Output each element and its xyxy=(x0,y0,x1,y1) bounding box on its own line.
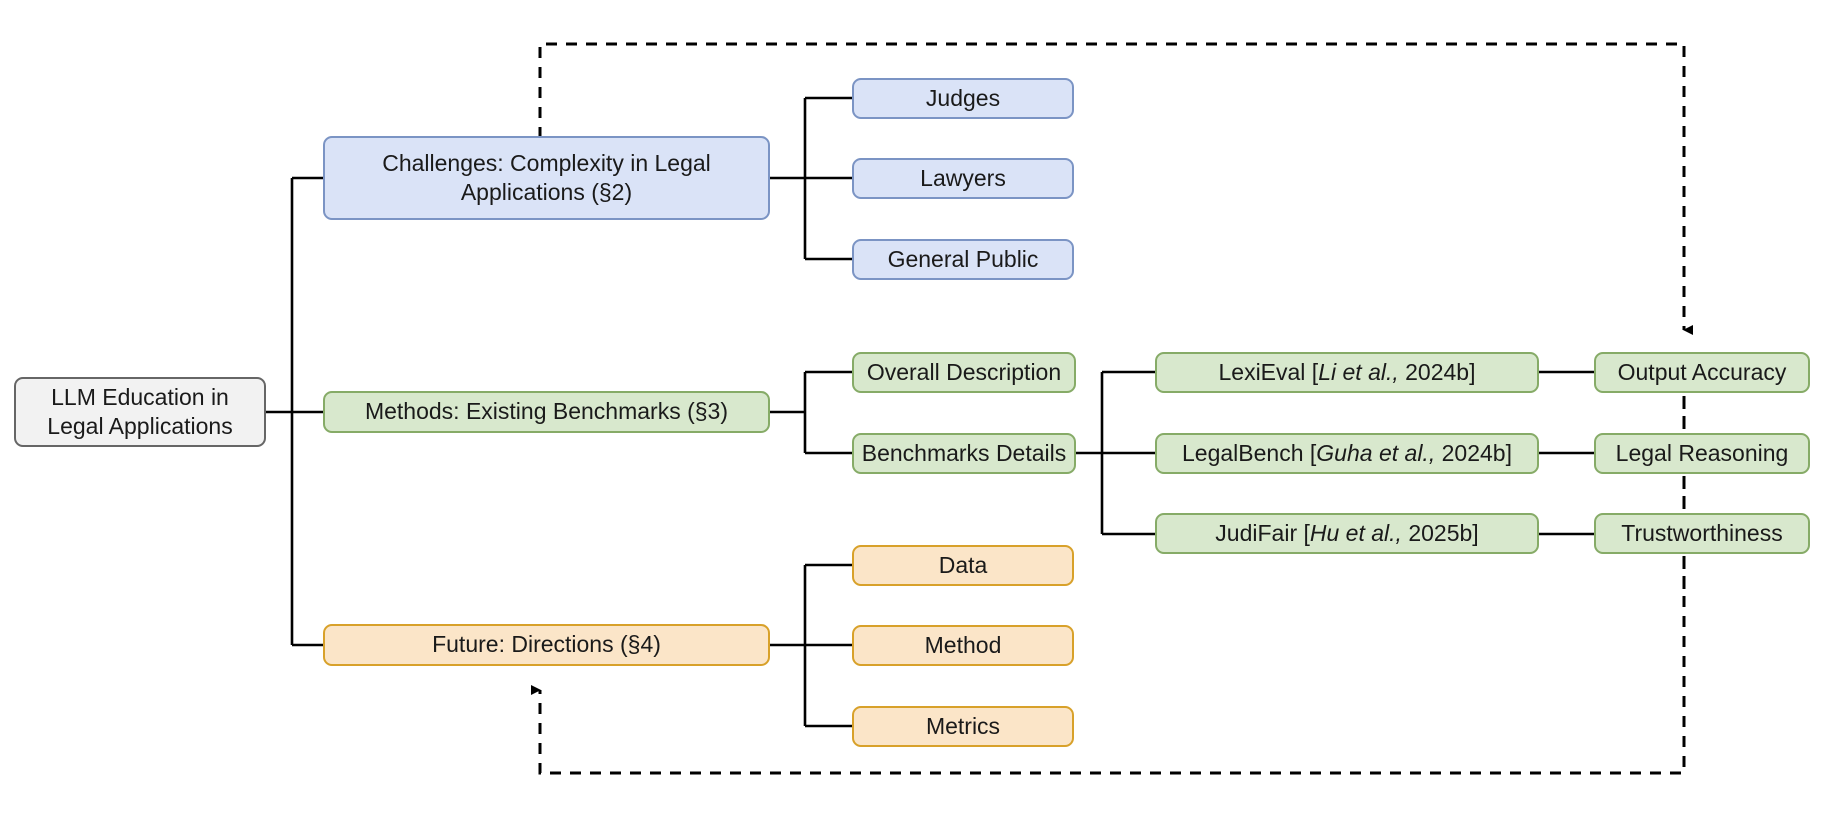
node-benchmarks-details[interactable]: Benchmarks Details xyxy=(852,433,1076,474)
node-overall-description[interactable]: Overall Description xyxy=(852,352,1076,393)
node-aspect-legal-reasoning[interactable]: Legal Reasoning xyxy=(1594,433,1810,474)
branch-challenges[interactable]: Challenges: Complexity in Legal Applicat… xyxy=(323,136,770,220)
node-benchmark-legalbench[interactable]: LegalBench [Guha et al., 2024b] xyxy=(1155,433,1539,474)
node-method[interactable]: Method xyxy=(852,625,1074,666)
branch-challenges-label: Challenges: Complexity in Legal Applicat… xyxy=(382,149,711,205)
node-aspect-output-accuracy[interactable]: Output Accuracy xyxy=(1594,352,1810,393)
node-aspect-trustworthiness[interactable]: Trustworthiness xyxy=(1594,513,1810,554)
node-lawyers[interactable]: Lawyers xyxy=(852,158,1074,199)
root-node-label: LLM Education in Legal Applications xyxy=(47,383,233,439)
node-data[interactable]: Data xyxy=(852,545,1074,586)
node-metrics[interactable]: Metrics xyxy=(852,706,1074,747)
node-judges[interactable]: Judges xyxy=(852,78,1074,119)
node-benchmark-judifair[interactable]: JudiFair [Hu et al., 2025b] xyxy=(1155,513,1539,554)
root-node[interactable]: LLM Education in Legal Applications xyxy=(14,377,266,447)
node-benchmark-lexieval[interactable]: LexiEval [Li et al., 2024b] xyxy=(1155,352,1539,393)
benchmark-label: LegalBench [Guha et al., 2024b] xyxy=(1182,439,1512,466)
branch-methods[interactable]: Methods: Existing Benchmarks (§3) xyxy=(323,391,770,433)
benchmark-label: JudiFair [Hu et al., 2025b] xyxy=(1215,519,1479,546)
branch-future[interactable]: Future: Directions (§4) xyxy=(323,624,770,666)
node-general-public[interactable]: General Public xyxy=(852,239,1074,280)
benchmark-label: LexiEval [Li et al., 2024b] xyxy=(1218,358,1476,385)
